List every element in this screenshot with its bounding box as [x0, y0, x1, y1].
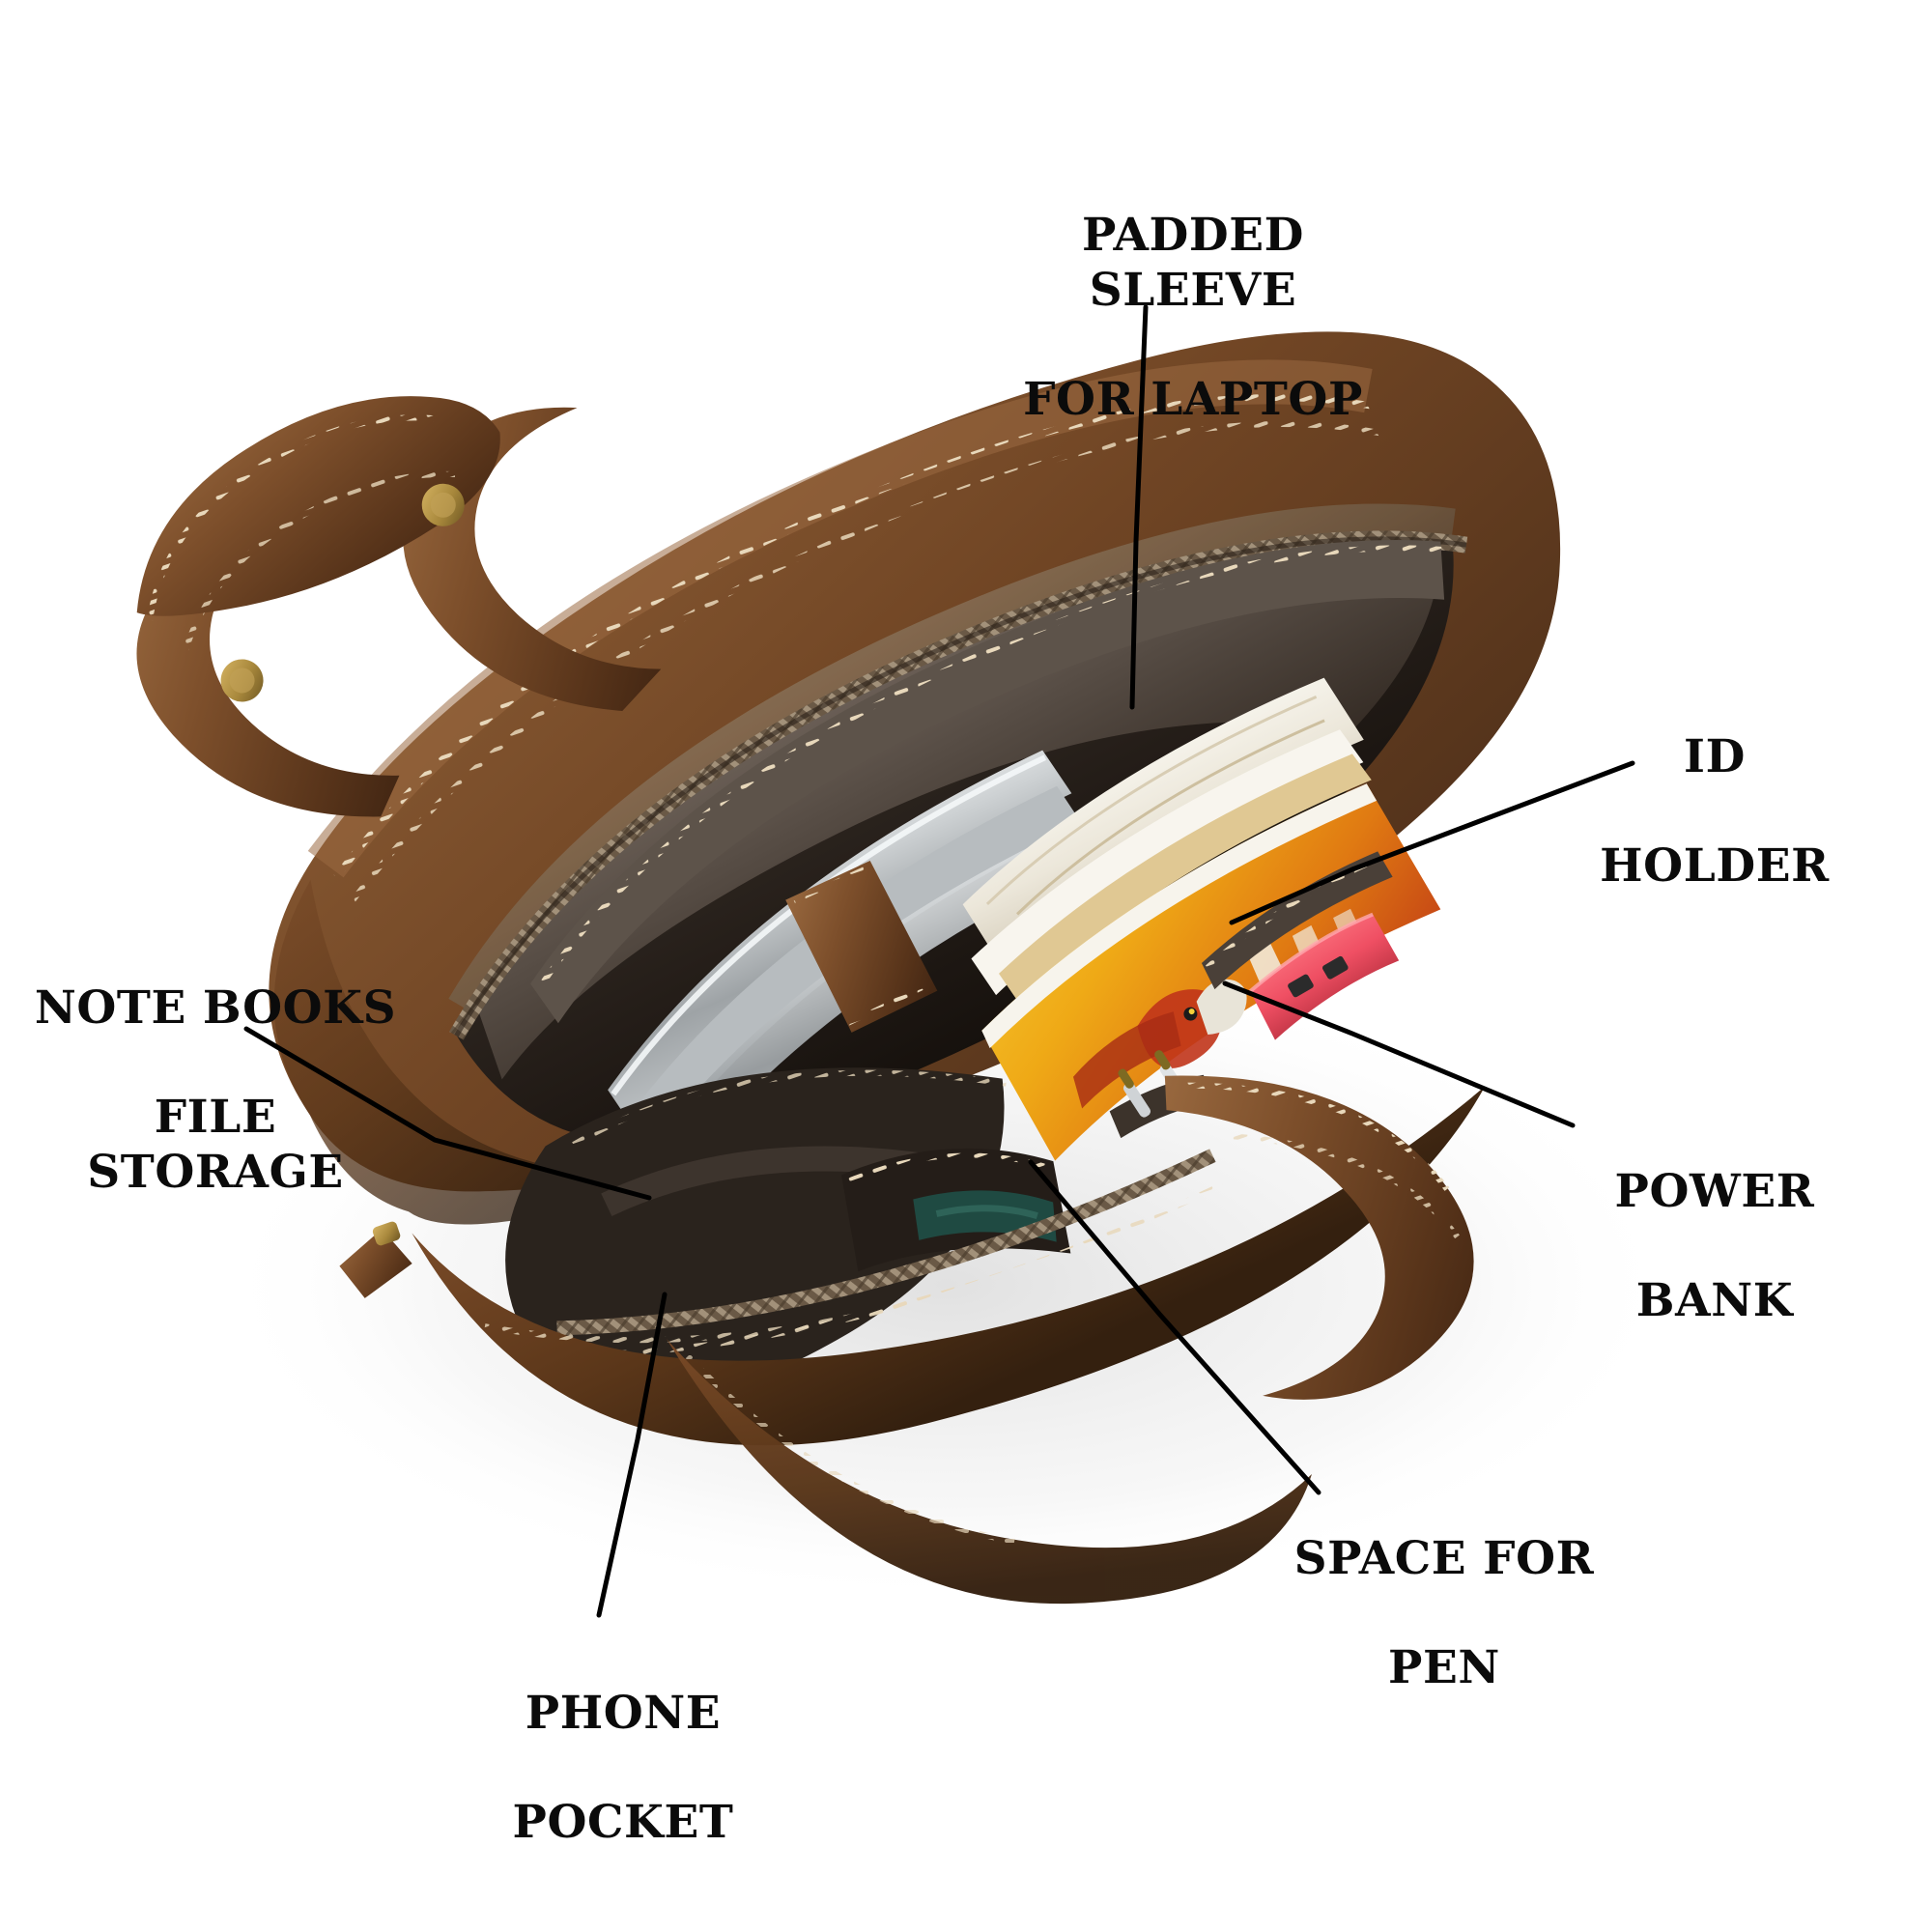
- label-padded-sleeve-for-laptop: PADDED SLEEVE FOR LAPTOP: [1023, 209, 1363, 426]
- zipper-pull-left: [339, 1221, 412, 1298]
- pen-one: [1118, 1068, 1151, 1118]
- top-handle: [136, 396, 662, 817]
- label-space-for-pen: SPACE FOR PEN: [1293, 1532, 1595, 1695]
- label-phone-pocket: PHONE POCKET: [512, 1687, 734, 1850]
- label-note-books-file-storage: NOTE BOOKS FILE STORAGE: [34, 981, 397, 1199]
- rear-handle-loop: [667, 1339, 1312, 1605]
- label-power-bank: POWER BANK: [1614, 1165, 1815, 1328]
- padded-laptop-sleeve: [530, 540, 1445, 1024]
- divider-tab: [785, 860, 938, 1033]
- label-id-holder: ID HOLDER: [1600, 730, 1830, 894]
